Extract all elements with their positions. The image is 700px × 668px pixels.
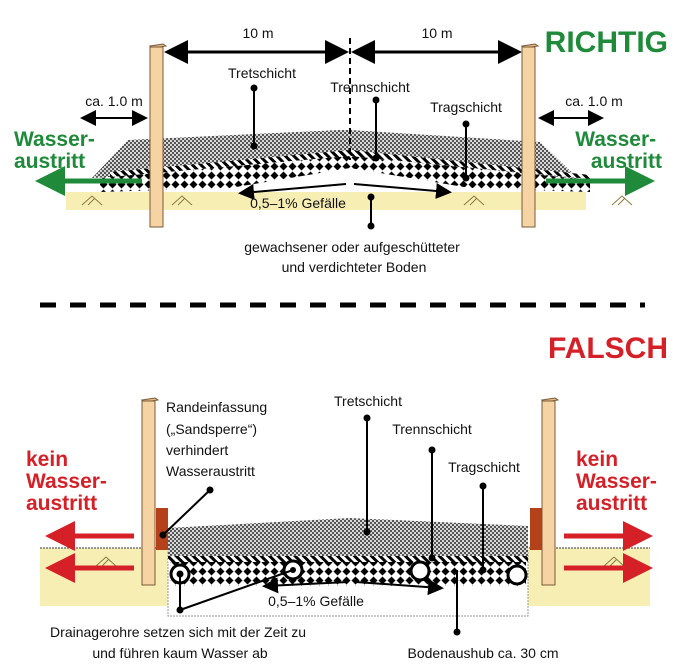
post-right bbox=[540, 397, 560, 586]
water-exit-right-label: Wasser- austritt bbox=[575, 128, 662, 173]
no-water-exit-right-label: kein Wasser- austritt bbox=[576, 448, 663, 515]
excavation-leader bbox=[453, 570, 461, 636]
trennschicht-leader bbox=[372, 96, 380, 162]
tragschicht-label: Tragschicht bbox=[430, 99, 502, 115]
tragschicht-leader bbox=[479, 482, 487, 574]
slope-label: 0,5–1% Gefälle bbox=[250, 195, 346, 211]
drain-pipes bbox=[169, 559, 528, 586]
tragschicht-leader bbox=[462, 120, 470, 182]
ground-marks bbox=[81, 195, 633, 206]
tragschicht-layer bbox=[100, 156, 590, 192]
tretschicht-label: Tretschicht bbox=[228, 65, 296, 81]
tretschicht-label: Tretschicht bbox=[334, 393, 402, 409]
post-left bbox=[140, 397, 160, 586]
ground-marks bbox=[95, 556, 625, 567]
trennschicht-layer bbox=[168, 556, 528, 562]
drain-pipe bbox=[409, 560, 431, 582]
width-left-label: 10 m bbox=[242, 25, 273, 41]
ground-leader bbox=[367, 193, 375, 230]
tretschicht-leader bbox=[363, 414, 371, 536]
sand-barrier-left bbox=[156, 508, 168, 550]
ground-label: gewachsener oder aufgeschütteter und ver… bbox=[244, 239, 463, 275]
overhang-right-label: ca. 1.0 m bbox=[565, 93, 623, 109]
trennschicht-leader bbox=[428, 446, 436, 562]
no-water-exit-left-label: kein Wasser- austritt bbox=[26, 448, 113, 515]
tretschicht-layer bbox=[168, 518, 528, 556]
width-right-label: 10 m bbox=[421, 25, 452, 41]
slope-arrow-right bbox=[353, 183, 452, 199]
drain-pipe bbox=[506, 564, 528, 586]
post-right bbox=[520, 43, 540, 228]
excavation-label: Bodenaushub ca. 30 cm bbox=[408, 645, 559, 661]
barrier-note: Randeinfassung („Sandsperre“) verhindert… bbox=[166, 399, 271, 479]
drain-leader bbox=[176, 569, 294, 614]
sand-ground bbox=[66, 192, 586, 210]
richtig-title: RICHTIG bbox=[545, 26, 668, 59]
overhang-left-label: ca. 1.0 m bbox=[85, 93, 143, 109]
tretschicht-leader bbox=[250, 84, 258, 150]
slope-label: 0,5–1% Gefälle bbox=[268, 593, 364, 609]
falsch-section: FALSCH bbox=[26, 332, 668, 661]
sand-barrier-right bbox=[530, 508, 542, 550]
water-exit-left-label: Wasser- austritt bbox=[14, 128, 101, 173]
trennschicht-layer bbox=[110, 150, 590, 179]
tragschicht-label: Tragschicht bbox=[448, 459, 520, 475]
slope-arrow-left bbox=[262, 577, 349, 594]
drain-note: Drainagerohre setzen sich mit der Zeit z… bbox=[50, 624, 310, 661]
slope-arrow-left bbox=[238, 183, 347, 200]
richtig-section: RICHTIG 10 m 10 m bbox=[14, 25, 668, 275]
post-left bbox=[148, 43, 168, 228]
slope-arrow-right bbox=[355, 579, 444, 596]
barrier-leader bbox=[159, 486, 214, 539]
trennschicht-label: Trennschicht bbox=[392, 421, 472, 437]
trennschicht-label: Trennschicht bbox=[330, 79, 410, 95]
tretschicht-layer bbox=[92, 130, 585, 190]
falsch-title: FALSCH bbox=[548, 332, 668, 365]
